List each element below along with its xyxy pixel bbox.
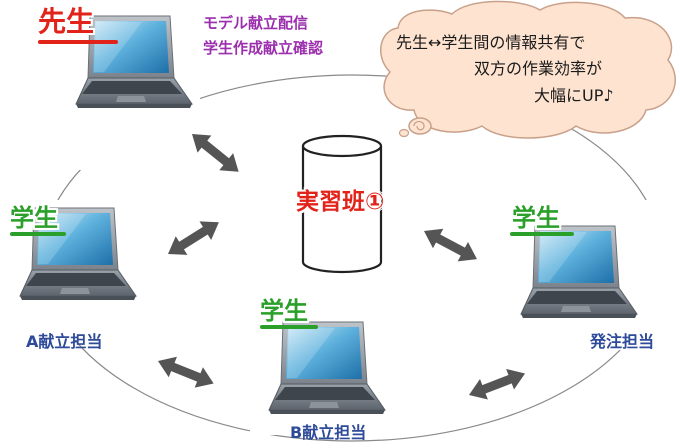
student-b-badge: 学生 [260,297,308,325]
student-a-badge-underline [10,232,66,236]
student-a-role: A献立担当 [26,332,103,351]
database-cylinder-icon [301,134,383,274]
teacher-badge-underline [38,40,118,44]
center-order-arrow-icon [418,221,483,269]
teacher-badge: 先生 [38,5,95,38]
thought-bubble [380,0,676,139]
studenta-studentb-arrow-icon [153,350,218,394]
teacher-task-1: モデル献立配信 [203,14,309,32]
student-b-role: B献立担当 [290,423,367,442]
student-order-badge: 学生 [512,204,560,232]
bubble-line-3: 大幅にUP♪ [534,86,614,105]
bubble-line-1: 先生↔学生間の情報共有で [396,33,586,52]
student-b-badge-underline [260,325,318,329]
bubble-line-2: 双方の作業効率が [474,59,603,78]
teacher-task-2: 学生作成献立確認 [203,39,324,57]
student-order-badge-underline [510,232,574,236]
studentb-order-arrow-icon [465,363,529,406]
center-label: 実習班① [296,189,385,215]
student-a-badge: 学生 [10,204,58,232]
student-order-role: 発注担当 [590,332,655,351]
